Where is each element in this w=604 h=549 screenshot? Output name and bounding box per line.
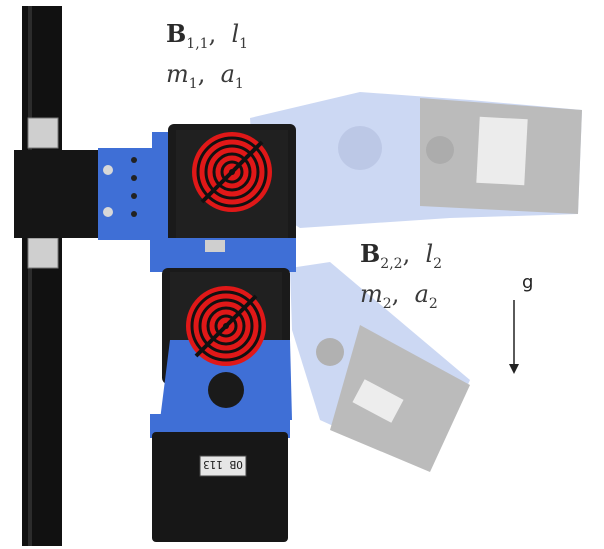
body2-mass-index: 2: [382, 295, 392, 312]
body2-mass: m: [360, 280, 383, 308]
body1-accel: a: [220, 60, 235, 88]
body2-label: B2,2, l2: [360, 239, 443, 272]
module-tag: OB 113: [203, 458, 243, 471]
body1-accel-index: 1: [234, 75, 244, 92]
body1-mass: m: [166, 60, 189, 88]
ghost-lower-link: [290, 262, 470, 472]
target-icon: [192, 132, 272, 212]
gravity-arrow-icon: [509, 300, 519, 374]
screw-icon: [103, 165, 113, 175]
body1-symbol: B: [166, 19, 187, 48]
body1-index: 1,1: [186, 35, 209, 52]
body2-length: l: [425, 240, 434, 268]
body2-symbol: B: [360, 239, 381, 268]
target-icon: [186, 286, 266, 366]
body1-mass-index: 1: [188, 75, 198, 92]
body2-length-index: 2: [433, 255, 443, 272]
body2-accel: a: [414, 280, 429, 308]
gravity-label: g: [522, 272, 534, 293]
ghost-upper-link: [250, 92, 582, 228]
mount-beam: [14, 148, 164, 240]
body1-params-label: m1, a1: [166, 60, 244, 92]
body2-accel-index: 2: [428, 295, 438, 312]
vertical-rail: [22, 6, 62, 546]
body2-params-label: m2, a2: [360, 280, 438, 312]
body1-length-index: 1: [239, 35, 249, 52]
body2-index: 2,2: [380, 255, 403, 272]
bottom-motor: OB 113: [150, 414, 290, 542]
body1-length: l: [231, 20, 240, 48]
body1-label: B1,1, l1: [166, 19, 249, 52]
screw-icon: [103, 207, 113, 217]
